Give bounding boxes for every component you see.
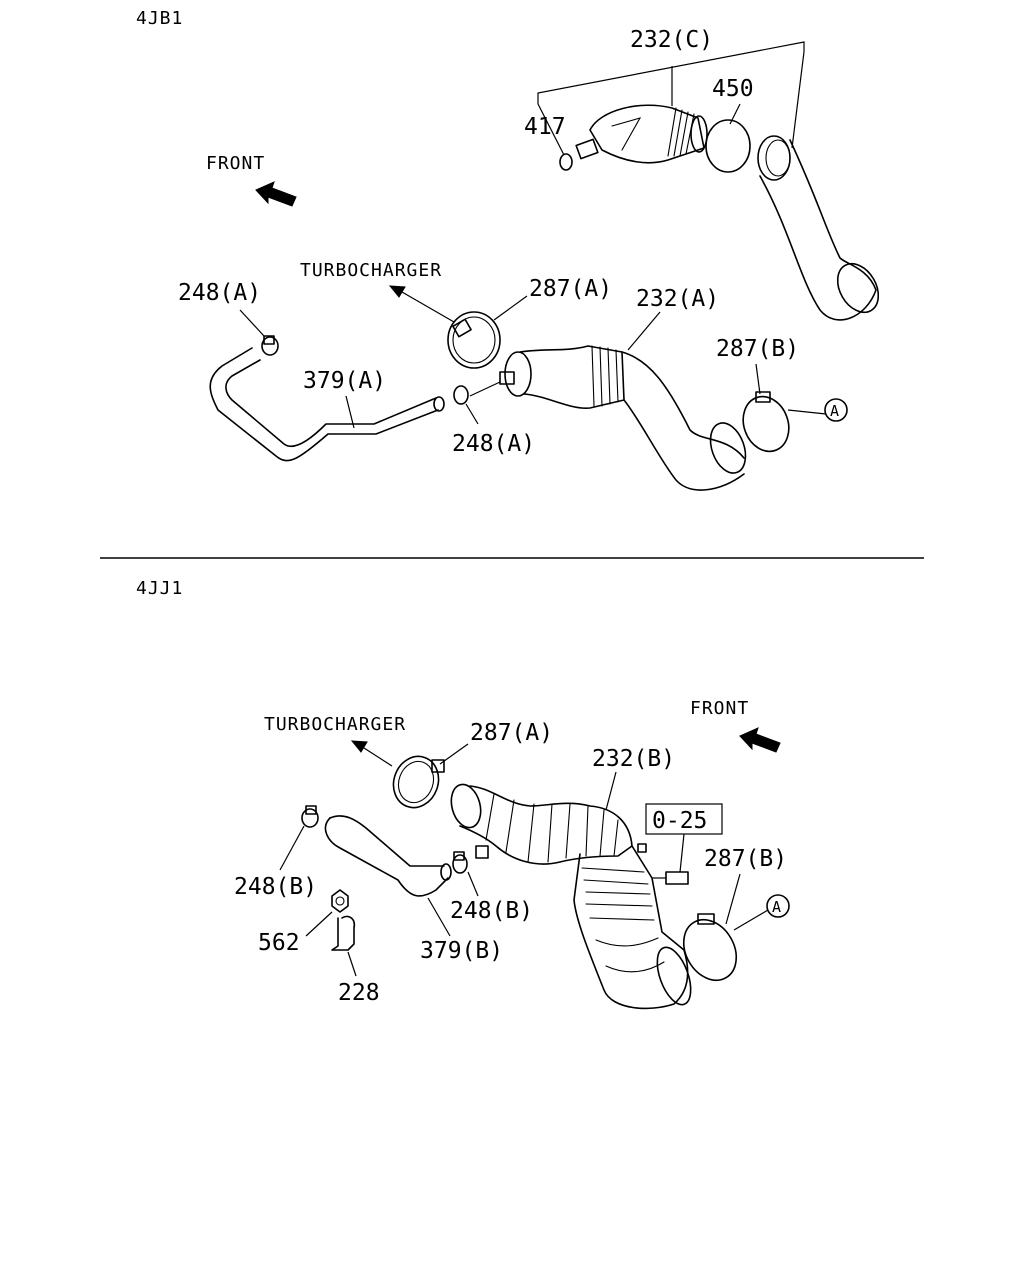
label-287a-4jj1: 287(A) — [470, 720, 553, 746]
front-arrow-4jj1: FRONT — [690, 698, 781, 753]
clamp-287a-4jb1: 287(A) — [447, 276, 612, 369]
turbocharger-arrow-icon — [388, 285, 406, 298]
front-label-4jj1: FRONT — [690, 698, 749, 719]
label-248b-left: 248(B) — [234, 874, 317, 900]
turbocharger-pointer-4jb1: TURBOCHARGER — [300, 260, 455, 323]
label-287b-4jj1: 287(B) — [704, 846, 787, 872]
front-label-4jb1: FRONT — [206, 153, 265, 174]
turbocharger-label-4jj1: TURBOCHARGER — [264, 714, 406, 735]
clamp-287a-4jj1: 287(A) — [392, 720, 553, 809]
label-228: 228 — [338, 980, 380, 1006]
label-379a: 379(A) — [303, 368, 386, 394]
clip-417 — [559, 153, 573, 171]
ref-a-label-4jb1: A — [830, 402, 840, 420]
label-287b-4jb1: 287(B) — [716, 336, 799, 362]
label-248a-top: 248(A) — [178, 280, 261, 306]
turbocharger-pointer-4jj1: TURBOCHARGER — [264, 714, 406, 767]
section-4jb1: 4JB1 FRONT TURBOCHARGER 232(C) 450 417 — [136, 8, 880, 491]
hose-232a: 232(A) — [499, 286, 747, 491]
hose-232b: 232(B) — [450, 746, 692, 1010]
hose-379b: 379(B) — [324, 815, 503, 964]
hose-379a: 379(A) — [209, 347, 445, 462]
clip-248a-top: 248(A) — [178, 280, 279, 356]
sensor-0-25: 0-25 — [645, 803, 723, 885]
clip-248b-right: 248(B) — [450, 851, 533, 924]
label-287a-4jb1: 287(A) — [529, 276, 612, 302]
label-248b-right: 248(B) — [450, 898, 533, 924]
label-379b: 379(B) — [420, 938, 503, 964]
label-0-25: 0-25 — [652, 808, 707, 834]
label-248a-bottom: 248(A) — [452, 431, 535, 457]
clamp-287b-4jj1: 287(B) A — [682, 846, 790, 981]
callout-232c: 232(C) — [537, 27, 805, 156]
label-450: 450 — [712, 76, 754, 102]
section-title-4jb1: 4JB1 — [136, 8, 183, 29]
front-arrow-icon — [739, 727, 781, 753]
clamp-287b-4jb1: 287(B) A — [716, 336, 848, 453]
front-arrow-4jb1: FRONT — [206, 153, 297, 207]
clip-248a-bottom: 248(A) — [452, 381, 535, 457]
turbocharger-label-4jb1: TURBOCHARGER — [300, 260, 442, 281]
section-4jj1: 4JJ1 FRONT TURBOCHARGER 287(A) 232(B) — [136, 578, 790, 1010]
section-title-4jj1: 4JJ1 — [136, 578, 183, 599]
label-562: 562 — [258, 930, 300, 956]
front-arrow-icon — [255, 181, 297, 207]
hose-232c — [559, 104, 708, 171]
ref-a-4jb1 — [824, 398, 848, 422]
label-417: 417 — [524, 114, 566, 140]
bracket-228: 228 — [331, 915, 380, 1006]
label-232b: 232(B) — [592, 746, 675, 772]
label-232a: 232(A) — [636, 286, 719, 312]
label-232c: 232(C) — [630, 27, 713, 53]
clip-248b-left: 248(B) — [234, 805, 319, 900]
pipe-top-right — [757, 135, 880, 321]
ring-450 — [705, 119, 751, 173]
turbocharger-arrow-icon — [350, 740, 368, 753]
nut-562: 562 — [258, 889, 349, 956]
ref-a-4jj1 — [766, 894, 790, 918]
ref-a-label-4jj1: A — [772, 898, 782, 916]
